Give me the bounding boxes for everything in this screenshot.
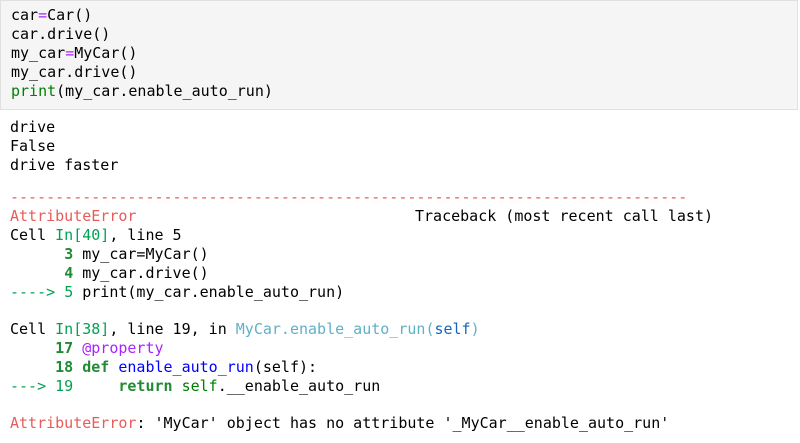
frame1-line-current: ----> 5 print(my_car.enable_auto_run) [10, 283, 345, 301]
traceback-title: Traceback (most recent call last) [414, 207, 713, 225]
frame1-header: Cell In[40], line 5 [10, 226, 182, 244]
frame1-line: 3 my_car=MyCar() [64, 245, 209, 263]
stdout-line: False [10, 137, 56, 155]
stdout-line: drive faster [10, 156, 119, 174]
cell-ref-link[interactable]: In[38] [55, 320, 110, 338]
code-line-5: print(my_car.enable_auto_run) [11, 82, 273, 100]
code-editor[interactable]: car=Car() car.drive() my_car=MyCar() my_… [11, 6, 273, 101]
traceback-header: AttributeError Traceback (most recent ca… [10, 207, 713, 226]
code-line-3: my_car=MyCar() [11, 44, 138, 62]
stdout-output: drive False drive faster [10, 118, 118, 175]
stdout-line: drive [10, 118, 56, 136]
final-error-line: AttributeError: 'MyCar' object has no at… [10, 414, 670, 432]
traceback-output: ----------------------------------------… [10, 188, 713, 433]
code-line-1: car=Car() [11, 6, 93, 24]
frame2-line: 18 def enable_auto_run(self): [55, 358, 318, 376]
code-line-2: car.drive() [11, 25, 111, 43]
frame2-line-current: ---> 19 return self.__enable_auto_run [10, 377, 381, 395]
traceback-rule: ----------------------------------------… [10, 188, 688, 206]
cell-ref-link[interactable]: In[40] [55, 226, 110, 244]
frame2-header: Cell In[38], line 19, in MyCar.enable_au… [10, 320, 480, 338]
error-name: AttributeError [10, 207, 137, 225]
frame2-line: 17 @property [55, 339, 164, 357]
frame1-line: 4 my_car.drive() [64, 264, 209, 282]
code-line-4: my_car.drive() [11, 63, 138, 81]
code-cell[interactable]: car=Car() car.drive() my_car=MyCar() my_… [0, 0, 798, 110]
